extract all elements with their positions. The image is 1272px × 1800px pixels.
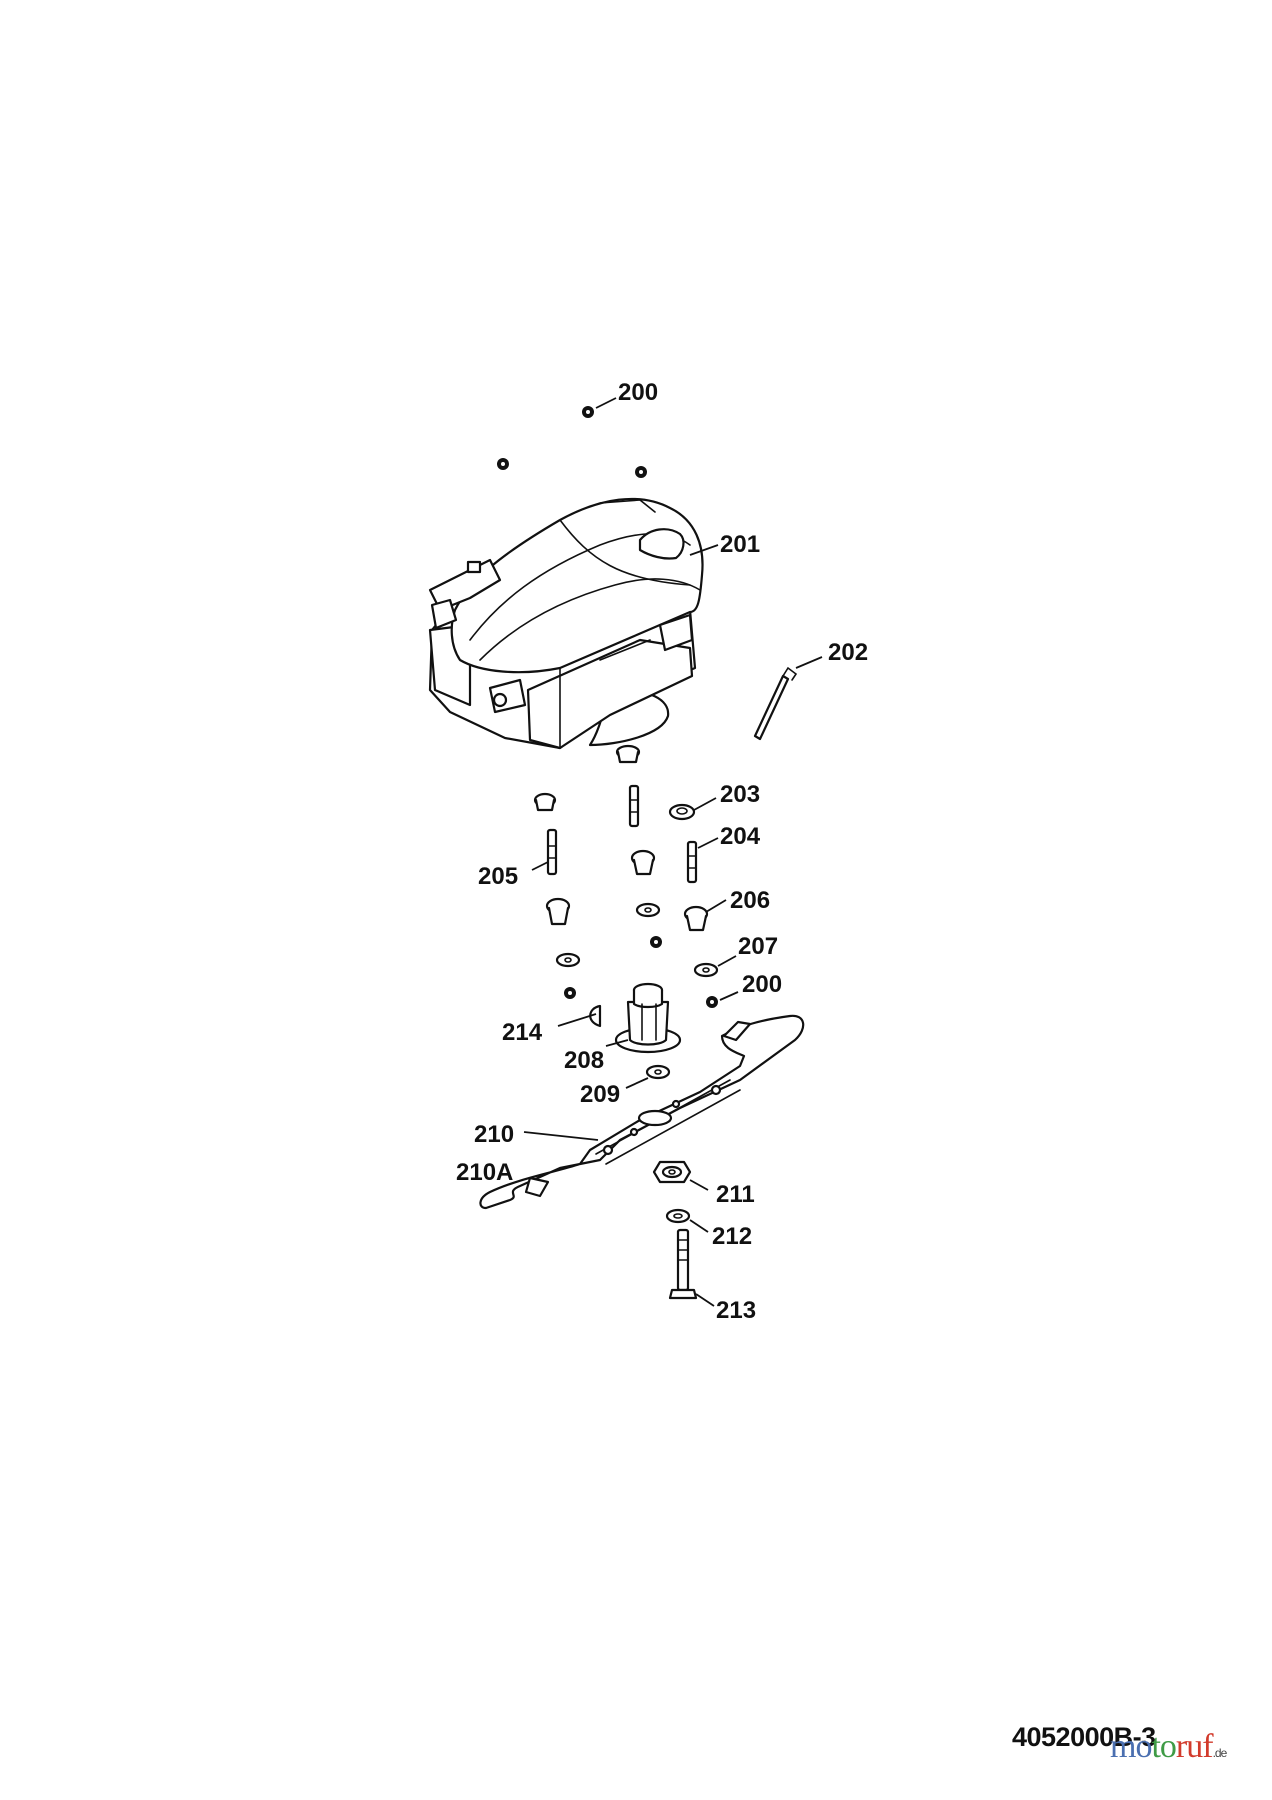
leader-210 xyxy=(523,1131,599,1141)
callout-205: 205 xyxy=(478,863,518,890)
bushing-center[interactable] xyxy=(630,849,656,876)
callout-206: 206 xyxy=(730,887,770,914)
engine-assembly[interactable] xyxy=(428,497,704,750)
leader-200-lower xyxy=(719,991,739,1001)
callout-204: 204 xyxy=(720,823,761,850)
leader-203 xyxy=(693,797,717,811)
leader-211 xyxy=(689,1179,709,1191)
watermark-tld: .de xyxy=(1212,1746,1228,1760)
callout-210A: 210A xyxy=(456,1159,513,1186)
watermark-part-1: mo xyxy=(1110,1728,1152,1765)
drawing-code: 4052000B-3 xyxy=(1012,1722,1156,1752)
callout-213: 213 xyxy=(716,1297,756,1324)
leader-208 xyxy=(605,1039,629,1047)
bushing-left-lower[interactable] xyxy=(545,897,571,926)
callout-212: 212 xyxy=(712,1223,752,1250)
bushing-206[interactable] xyxy=(683,905,709,932)
callout-214: 214 xyxy=(502,1019,543,1046)
leader-200-top xyxy=(595,397,617,409)
watermark-part-3: ruf xyxy=(1175,1728,1214,1765)
leader-204 xyxy=(697,837,719,849)
washer-209[interactable] xyxy=(645,1064,671,1080)
leader-213 xyxy=(695,1293,715,1307)
leader-202 xyxy=(795,656,823,669)
watermark-part-2: to xyxy=(1151,1728,1176,1765)
top-nut-left[interactable] xyxy=(497,458,509,470)
callout-200-top: 200 xyxy=(618,379,658,406)
callout-203: 203 xyxy=(720,781,760,808)
leader-212 xyxy=(689,1219,709,1233)
leader-206 xyxy=(705,899,727,913)
nut-center-lower[interactable] xyxy=(650,936,662,948)
bushing-203[interactable] xyxy=(668,803,696,821)
stud-205[interactable] xyxy=(546,828,558,876)
washer-207[interactable] xyxy=(693,962,719,978)
top-nut-center[interactable] xyxy=(582,406,594,418)
nut-200-lower[interactable] xyxy=(706,996,718,1008)
blade-bolt[interactable] xyxy=(668,1228,698,1300)
callout-209: 209 xyxy=(580,1081,620,1108)
woodruff-key[interactable] xyxy=(589,1004,602,1028)
watermark-logo: motoruf.de xyxy=(1110,1728,1228,1766)
leader-205 xyxy=(531,861,549,871)
callout-202: 202 xyxy=(828,639,868,666)
leader-209 xyxy=(625,1077,649,1089)
stud-204[interactable] xyxy=(686,840,698,884)
bushing-left-upper[interactable] xyxy=(533,792,557,812)
blade-adapter[interactable] xyxy=(614,982,682,1054)
top-nut-right[interactable] xyxy=(635,466,647,478)
callout-201: 201 xyxy=(720,531,760,558)
callout-208: 208 xyxy=(564,1047,604,1074)
washer-left[interactable] xyxy=(555,952,581,968)
leader-214 xyxy=(557,1013,597,1027)
nut-left-lower[interactable] xyxy=(564,987,576,999)
blade-support-nut[interactable] xyxy=(652,1160,692,1184)
callout-207: 207 xyxy=(738,933,778,960)
callout-210: 210 xyxy=(474,1121,514,1148)
engine-spacer-top[interactable] xyxy=(615,744,641,764)
leader-207 xyxy=(717,955,737,967)
leader-201 xyxy=(689,544,719,556)
mower-blade[interactable] xyxy=(479,1014,805,1210)
dipstick[interactable] xyxy=(753,666,798,741)
callout-211: 211 xyxy=(716,1181,755,1208)
stud-center-upper[interactable] xyxy=(628,784,640,828)
callout-200-lower: 200 xyxy=(742,971,782,998)
washer-center[interactable] xyxy=(635,902,661,918)
washer-212[interactable] xyxy=(665,1208,691,1224)
